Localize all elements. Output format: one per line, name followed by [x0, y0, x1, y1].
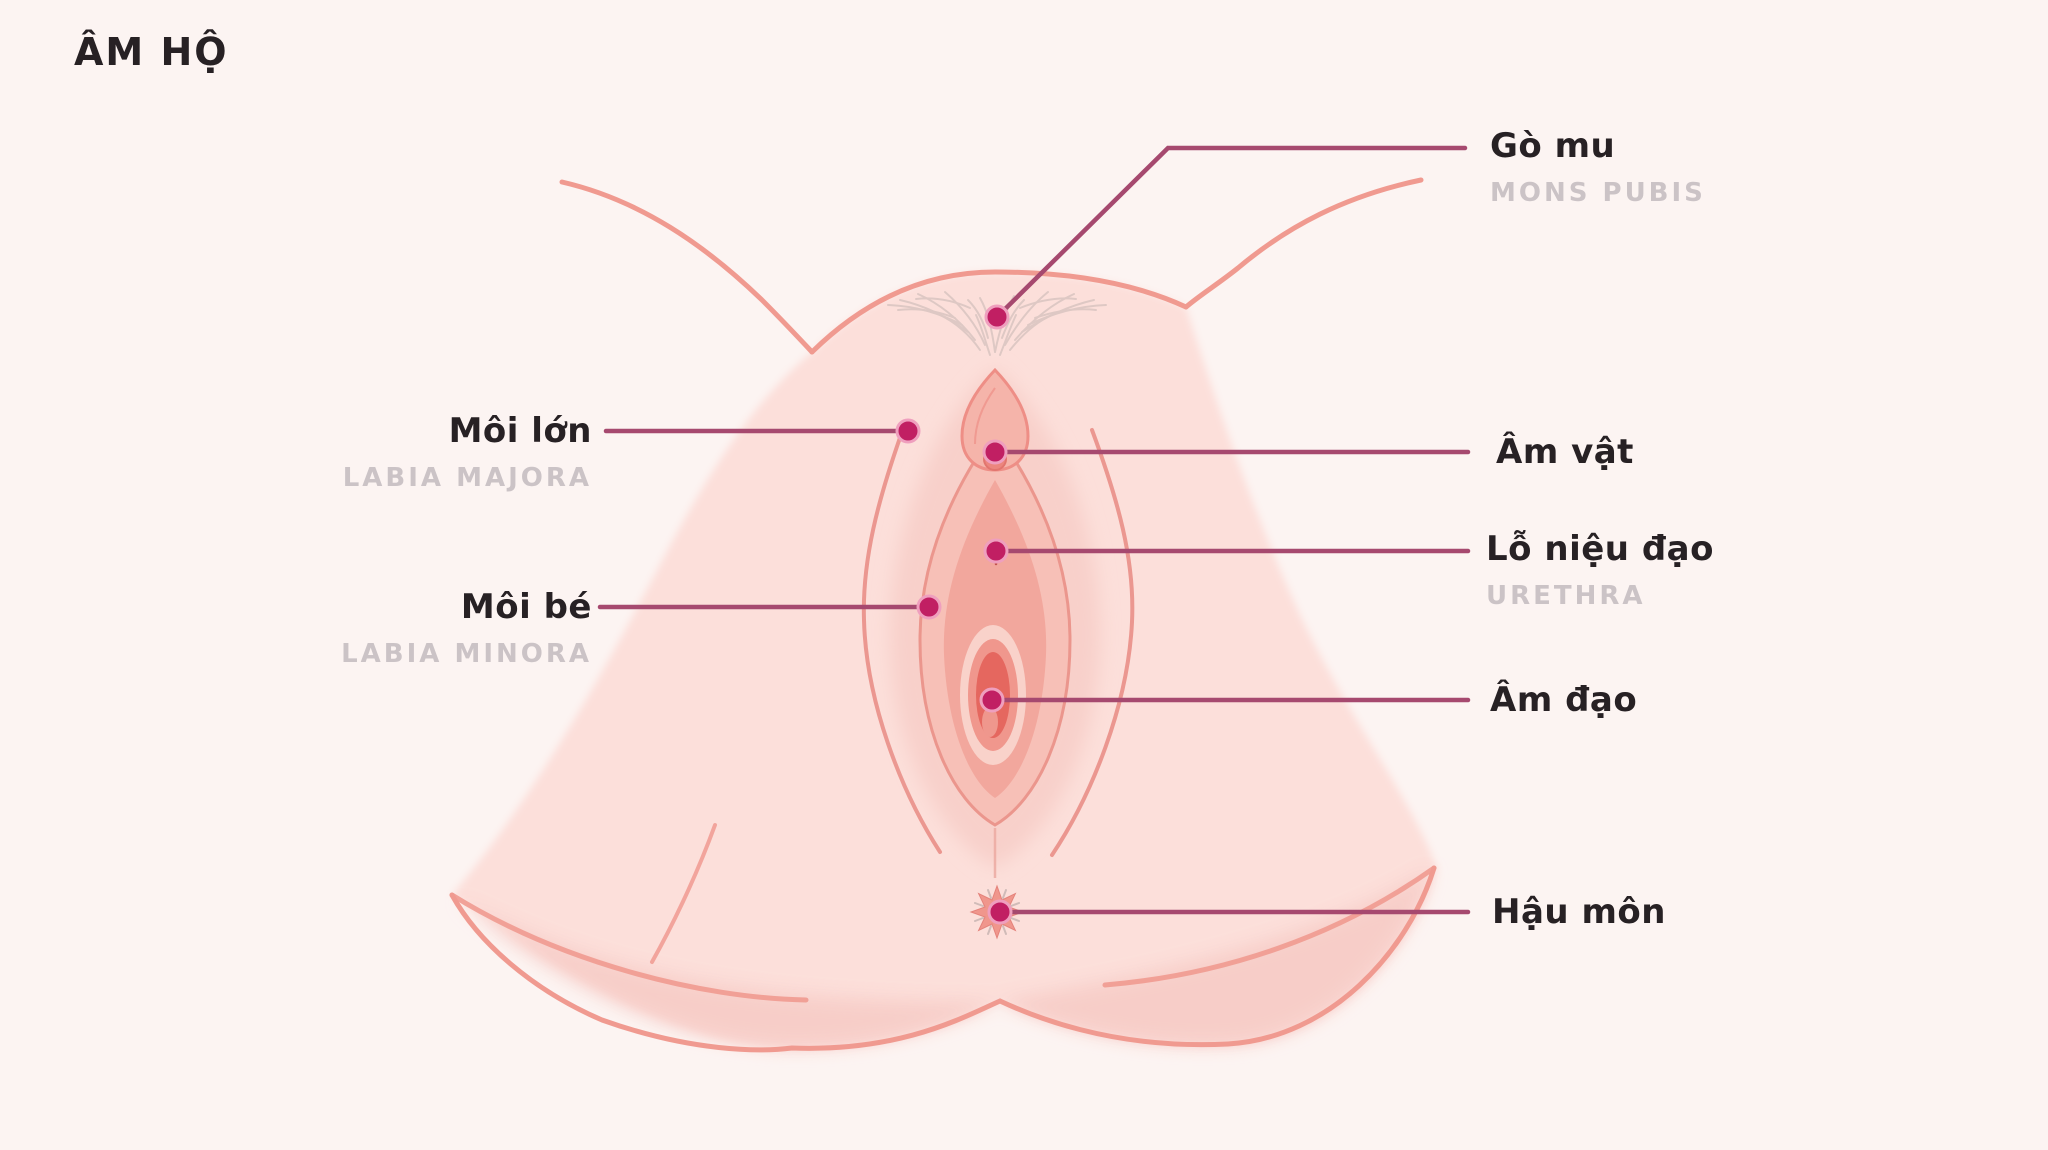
- label-anus: Hậu môn: [1492, 890, 1666, 934]
- bottom-scallop-edge: [449, 865, 1437, 1053]
- dot-labia-majora: [895, 418, 921, 444]
- label-mons-pubis-vi: Gò mu: [1490, 126, 1616, 166]
- pointer-dots: [895, 304, 1013, 925]
- right-fold-line: [1102, 865, 1437, 988]
- label-clitoris: Âm vật: [1496, 430, 1634, 474]
- dot-clitoris: [982, 439, 1008, 465]
- label-urethra: Lỗ niệu đạo URETHRA: [1486, 527, 1714, 613]
- labia-majora-crease-left: [861, 430, 942, 854]
- left-hip-curve: [559, 179, 815, 355]
- dot-vagina: [979, 687, 1005, 713]
- page-title: ÂM HỘ: [74, 30, 229, 74]
- label-urethra-en: URETHRA: [1486, 581, 1646, 611]
- left-thigh-crease: [650, 823, 717, 964]
- label-anus-vi: Hậu môn: [1492, 892, 1666, 932]
- mons-top-edge: [809, 269, 1189, 355]
- label-urethra-vi: Lỗ niệu đạo: [1486, 529, 1714, 569]
- label-labia-minora-vi: Môi bé: [460, 587, 592, 627]
- leader-mons-pubis: [994, 145, 1468, 320]
- dot-urethra: [983, 538, 1009, 564]
- labia-majora-creases: [861, 428, 1135, 857]
- label-labia-majora-vi: Môi lớn: [448, 411, 592, 451]
- label-labia-minora-en: LABIA MINORA: [341, 639, 592, 669]
- body-outline-strokes: [449, 177, 1437, 1053]
- dot-labia-minora: [916, 594, 942, 620]
- left-fold-line: [449, 892, 809, 1003]
- dot-anus: [987, 899, 1013, 925]
- label-vagina-vi: Âm đạo: [1490, 680, 1638, 720]
- buttock-shading: [455, 868, 1432, 1049]
- label-clitoris-vi: Âm vật: [1496, 432, 1634, 472]
- label-mons-pubis: Gò mu MONS PUBIS: [1490, 124, 1706, 210]
- label-labia-majora: Môi lớn LABIA MAJORA: [343, 409, 592, 495]
- label-labia-minora: Môi bé LABIA MINORA: [341, 585, 592, 671]
- right-hip-curve: [1183, 177, 1424, 310]
- label-vagina: Âm đạo: [1490, 678, 1637, 722]
- label-mons-pubis-en: MONS PUBIS: [1490, 178, 1706, 208]
- leader-lines: [597, 145, 1471, 915]
- labia-majora-crease-right: [1050, 428, 1135, 857]
- label-labia-majora-en: LABIA MAJORA: [342, 463, 592, 493]
- clitoral-hood-line: [974, 387, 996, 445]
- dot-mons-pubis: [984, 304, 1010, 330]
